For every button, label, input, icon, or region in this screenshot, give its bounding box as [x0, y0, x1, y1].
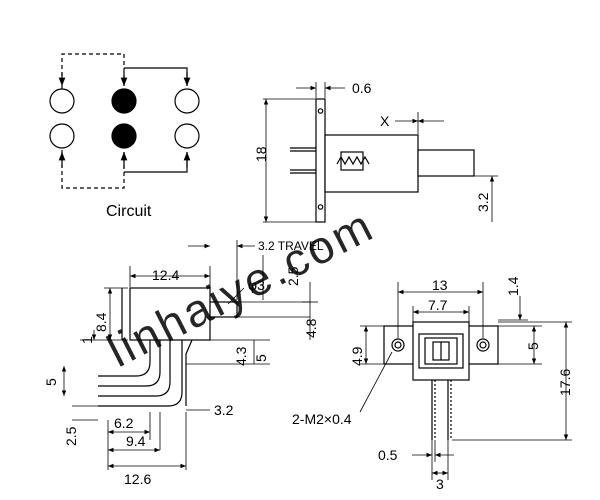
dim-pin-offset-a: 6.2	[114, 415, 134, 431]
bent-pin	[98, 340, 151, 377]
bent-pin	[98, 340, 161, 387]
mount-hole	[391, 338, 405, 352]
dim-inner-width: 7.7	[428, 297, 448, 313]
dim-pin-thickness: 0.6	[352, 80, 372, 96]
dim-right-offset: 1.4	[505, 276, 521, 296]
plate-hole	[317, 108, 324, 114]
circuit-contact-closed	[111, 123, 137, 149]
dim-actuator-diameter: φ3	[248, 277, 265, 293]
dim-pitch-marker: X	[380, 113, 390, 129]
dim-side-body-width: 12.4	[152, 267, 179, 283]
dim-mount-holes: 2-M2×0.4	[292, 411, 352, 427]
dim-pin-offset-b: 9.4	[126, 433, 146, 449]
circuit-label: Circuit	[106, 203, 152, 220]
circuit-contact-open	[174, 88, 200, 114]
circuit-contact-open	[49, 88, 75, 114]
dim-pin-width: 0.5	[378, 447, 398, 463]
circuit-dashed-loop	[61, 53, 125, 189]
dim-travel: 3.2 TRAVEL	[258, 239, 324, 253]
dim-pin-gap-top: 1	[79, 336, 95, 344]
dim-pin-offset: 3.2	[475, 192, 491, 212]
front-view	[359, 282, 572, 480]
circuit-contact-open	[174, 123, 200, 149]
dim-mount-width: 13	[432, 277, 448, 293]
bent-pin	[185, 339, 193, 406]
dim-hole-height: 4.9	[349, 346, 365, 366]
dim-side-body-height: 8.4	[93, 312, 109, 332]
bent-pin	[98, 340, 171, 397]
top-view	[263, 82, 498, 223]
circuit-contact-closed	[111, 88, 137, 114]
circuit-contact-open	[49, 123, 75, 149]
dim-overall-width: 12.6	[124, 471, 151, 487]
mounting-plate	[315, 98, 326, 223]
dim-pin-pitch: 3	[436, 476, 444, 492]
mount-hole	[476, 338, 490, 352]
dim-actuator-length: 2.5	[285, 266, 301, 286]
dim-hole-pitch: 5	[525, 342, 541, 350]
switch-body	[324, 134, 419, 193]
spring-zigzag	[336, 155, 370, 166]
dim-pin-pitch-vertical: 5	[43, 378, 59, 386]
dim-body-height: 18	[253, 146, 269, 162]
dim-pin-height-a: 4.3	[233, 346, 249, 366]
bent-pin	[98, 340, 183, 407]
dim-shaft-height: 4.8	[303, 318, 319, 338]
circuit-diagram	[49, 53, 200, 189]
dim-terminal-offset: 3.2	[214, 402, 234, 418]
actuator	[417, 149, 475, 177]
dim-pin-length: 2.5	[63, 426, 79, 446]
circuit-right-link	[124, 67, 188, 173]
side-view	[61, 240, 318, 470]
side-actuator	[209, 301, 238, 318]
plate-hole	[317, 204, 324, 210]
dim-pin-height-b: 5	[253, 354, 269, 362]
dim-overall-height: 17.6	[557, 369, 573, 396]
